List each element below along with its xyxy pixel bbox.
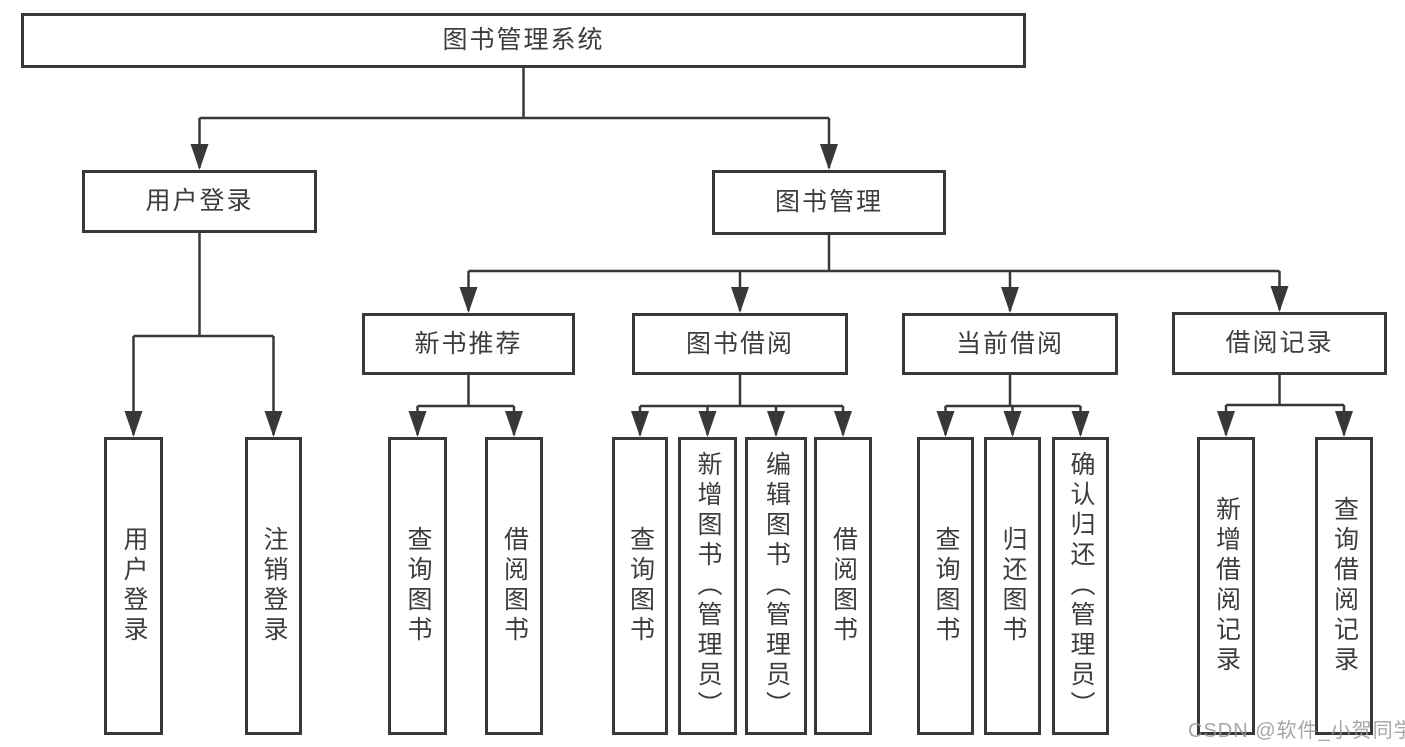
node-book-borrowing: 图书借阅	[632, 313, 848, 375]
node-label: 用户登录	[145, 187, 254, 215]
node-label: 注销登录	[260, 526, 288, 646]
node-user-login-group: 用户登录	[82, 170, 317, 233]
node-borrowing-records: 借阅记录	[1172, 312, 1387, 375]
node-leaf-user-login: 用户登录	[104, 437, 163, 735]
arrowheads	[124, 144, 1353, 437]
node-label: 图书管理系统	[442, 26, 605, 54]
csdn-watermark: CSDN @软件_小贺同学	[1188, 720, 1405, 742]
node-leaf-borrow-books-recommend: 借阅图书	[485, 437, 543, 735]
node-label: 确认归还（管理员）	[1067, 451, 1095, 721]
node-label: 借阅图书	[500, 526, 529, 646]
node-leaf-confirm-return-admin: 确认归还（管理员）	[1052, 437, 1109, 735]
node-leaf-logout: 注销登录	[245, 437, 302, 735]
node-leaf-query-books-borrowing: 查询图书	[612, 437, 668, 735]
node-label: 编辑图书（管理员）	[762, 451, 791, 721]
node-leaf-query-books-current: 查询图书	[917, 437, 974, 735]
node-new-book-recommend: 新书推荐	[362, 313, 575, 375]
node-leaf-add-borrow-record: 新增借阅记录	[1197, 437, 1255, 735]
node-label: 借阅记录	[1225, 329, 1334, 357]
node-label: 查询借阅记录	[1330, 496, 1359, 676]
node-label: 借阅图书	[829, 526, 858, 646]
node-label: 图书管理	[774, 188, 883, 216]
node-label: 查询图书	[932, 526, 960, 646]
node-leaf-add-books-admin: 新增图书（管理员）	[678, 437, 737, 735]
node-label: 查询图书	[404, 526, 432, 646]
node-label: 图书借阅	[685, 329, 794, 358]
node-label: 查询图书	[626, 526, 655, 646]
node-leaf-return-books: 归还图书	[984, 437, 1041, 735]
node-book-management-group: 图书管理	[712, 170, 946, 235]
node-leaf-borrow-books: 借阅图书	[814, 437, 872, 735]
node-label: 新增借阅记录	[1212, 496, 1241, 676]
node-label: 归还图书	[999, 526, 1027, 646]
node-label: 当前借阅	[955, 329, 1064, 358]
node-label: 新书推荐	[414, 329, 523, 358]
node-leaf-edit-books-admin: 编辑图书（管理员）	[745, 437, 807, 735]
node-leaf-query-borrow-record: 查询借阅记录	[1315, 437, 1373, 735]
node-label: 新增图书（管理员）	[694, 451, 722, 721]
node-label: 用户登录	[120, 526, 148, 646]
node-leaf-query-books-recommend: 查询图书	[388, 437, 447, 735]
node-library-management-system: 图书管理系统	[21, 13, 1026, 68]
node-current-borrowing: 当前借阅	[902, 313, 1118, 375]
